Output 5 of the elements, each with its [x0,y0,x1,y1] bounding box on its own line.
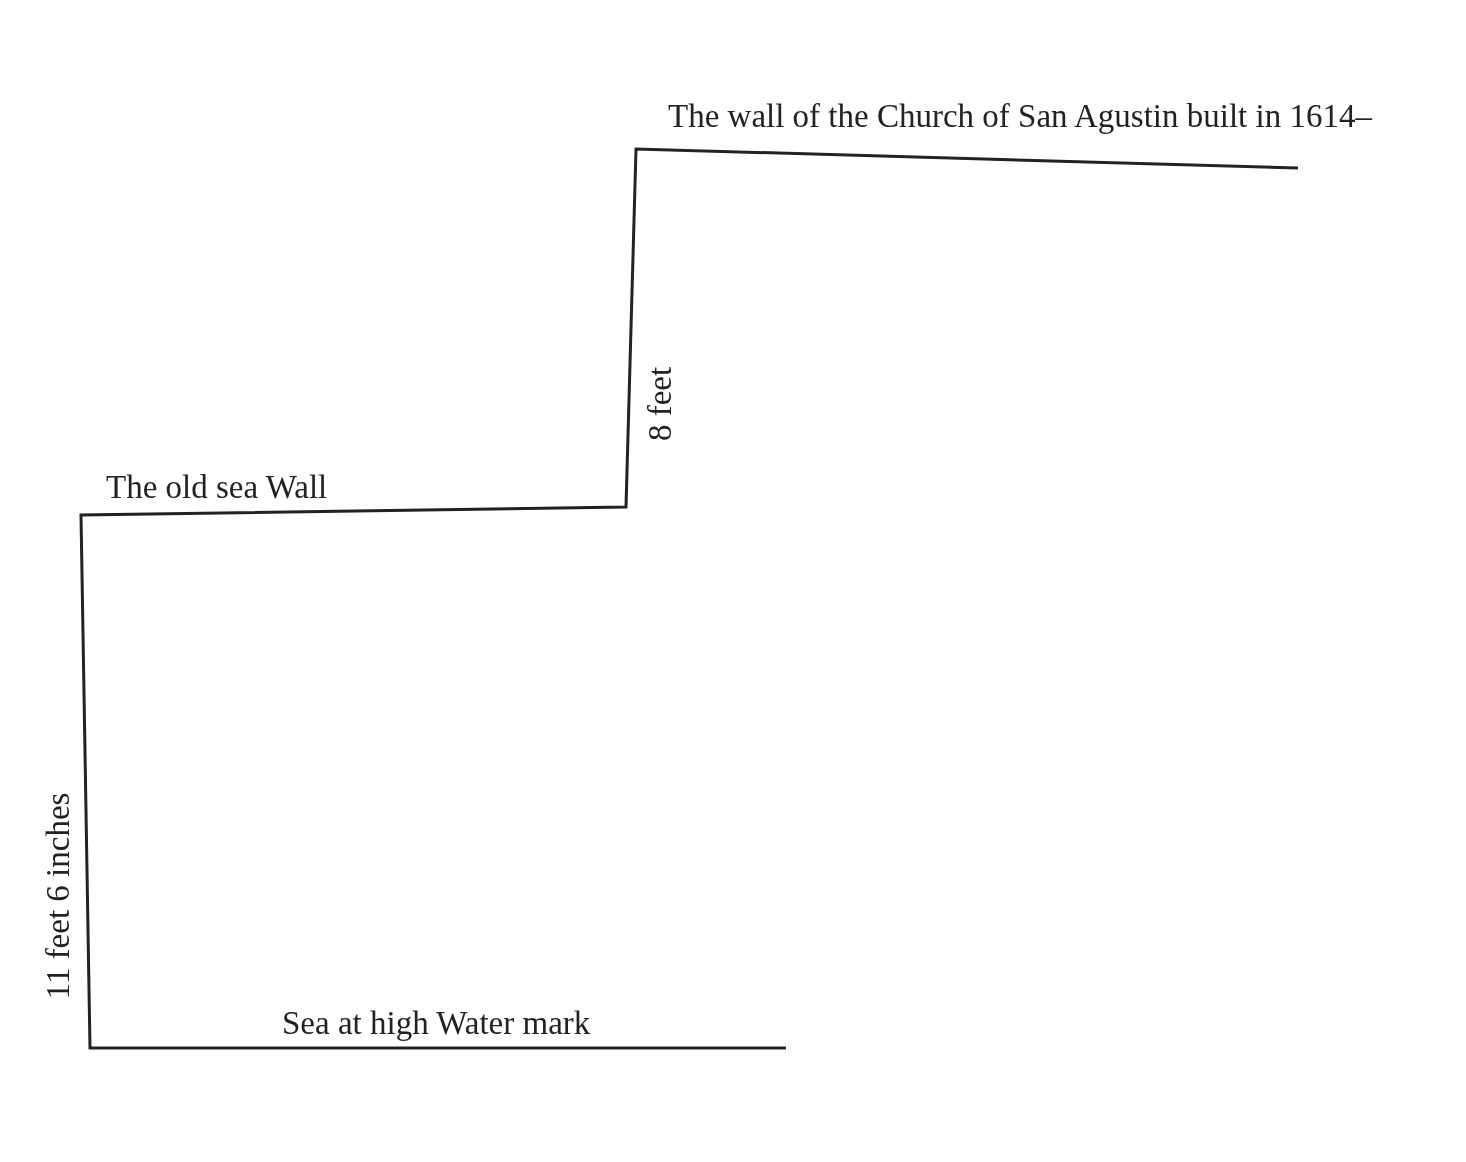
dimension-label: 8 feet [641,366,679,442]
wall-label: The old sea Wall [106,469,328,506]
wall-label: The wall of the Church of San Agustin built in 1614– [668,98,1372,135]
water-level-label: Sea at high Water mark [282,1005,591,1042]
dimension-label: 11 feet 6 inches [39,792,77,1000]
